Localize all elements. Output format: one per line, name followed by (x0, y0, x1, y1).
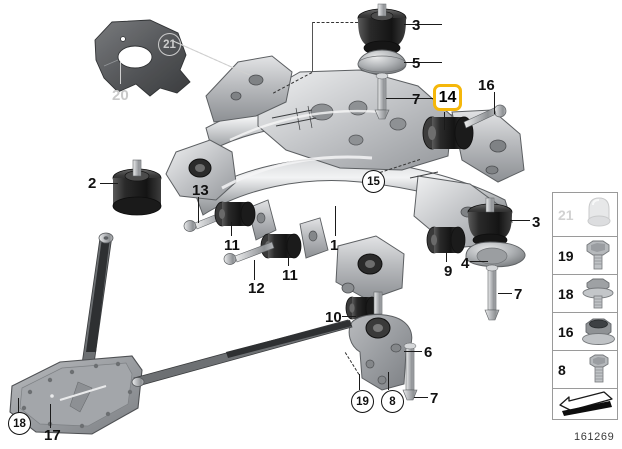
legend-row-16[interactable]: 16 (553, 313, 617, 351)
callout-9[interactable]: 9 (444, 263, 453, 280)
leader-18 (18, 398, 20, 415)
direction-arrow-icon (553, 389, 617, 421)
callout-10[interactable]: 10 (325, 309, 342, 326)
hex-bolt-short-icon (577, 351, 617, 388)
callout-1[interactable]: 1 (330, 237, 339, 254)
callout-3-right[interactable]: 3 (532, 214, 541, 231)
fastener-legend-panel: 21 19 18 (552, 192, 618, 420)
part-7-bolt-top (374, 72, 390, 120)
leader-3-top (404, 24, 442, 26)
part-5-washer-dome (357, 49, 407, 75)
callout-15[interactable]: 15 (362, 170, 385, 193)
part-3-right-mount (467, 197, 513, 247)
leader-11-a (231, 222, 233, 236)
callout-7-right[interactable]: 7 (514, 286, 523, 303)
callout-20[interactable]: 20 (112, 87, 129, 104)
flange-bolt-icon (577, 275, 617, 312)
leader-19-bottom (359, 374, 361, 390)
callout-18[interactable]: 18 (8, 412, 31, 435)
callout-14-highlight[interactable]: 14 (433, 84, 462, 111)
leader-13 (198, 197, 200, 223)
part-11-bushing-a (214, 201, 256, 227)
leader-6 (404, 351, 422, 353)
callout-4[interactable]: 4 (461, 255, 470, 272)
part-2-rubber-mount (112, 159, 162, 216)
leader-14 (444, 112, 446, 130)
leader-11-b (288, 254, 290, 266)
part-20-heat-shield (94, 19, 191, 97)
callout-16[interactable]: 16 (478, 77, 495, 94)
leader-3-frame-drop (312, 22, 314, 72)
leader-1 (335, 206, 337, 236)
callout-8-bottom[interactable]: 8 (381, 390, 404, 413)
callout-7-bottom[interactable]: 7 (430, 390, 439, 407)
legend-number-19: 19 (558, 247, 574, 264)
callout-2[interactable]: 2 (88, 175, 97, 192)
part-10-bushing (345, 296, 379, 320)
leader-10 (342, 316, 356, 318)
callout-7-top[interactable]: 7 (412, 91, 421, 108)
callout-3-top[interactable]: 3 (412, 17, 421, 34)
part-1-rear-axle-carrier (165, 55, 525, 301)
callout-19-bottom[interactable]: 19 (351, 390, 374, 413)
leader-3-frame-link (312, 22, 358, 23)
legend-number-16: 16 (558, 323, 574, 340)
leader-17 (50, 404, 52, 428)
leader-2 (100, 183, 118, 185)
callout-6[interactable]: 6 (424, 344, 433, 361)
part-4-dome-bracket (465, 241, 526, 268)
leader-7-bottom (414, 397, 428, 399)
callout-11-b[interactable]: 11 (282, 267, 298, 284)
hex-bolt-icon (577, 237, 617, 274)
callout-12[interactable]: 12 (248, 280, 265, 297)
part-7-bolt-bottom (402, 342, 418, 401)
legend-number-21: 21 (558, 206, 574, 223)
diagram-id-label: 161269 (574, 431, 615, 443)
part-17-underbody-brace (9, 232, 353, 435)
cap-nut-icon (577, 193, 617, 236)
legend-number-8: 8 (558, 361, 566, 378)
legend-row-8[interactable]: 8 (553, 351, 617, 389)
leader-4 (470, 261, 488, 263)
part-9-bushing (426, 226, 466, 254)
callout-13[interactable]: 13 (192, 182, 209, 199)
legend-row-19[interactable]: 19 (553, 237, 617, 275)
callout-5[interactable]: 5 (412, 55, 421, 72)
leader-9 (446, 252, 448, 262)
part-12-bolt (223, 241, 275, 265)
callout-17[interactable]: 17 (44, 427, 61, 444)
leader-12 (254, 260, 256, 280)
callout-11-a[interactable]: 11 (224, 237, 240, 254)
leader-7-top (386, 98, 442, 100)
legend-number-18: 18 (558, 285, 574, 302)
legend-row-18[interactable]: 18 (553, 275, 617, 313)
leader-7-right (498, 293, 512, 295)
legend-row-direction[interactable] (553, 389, 617, 421)
flange-nut-icon (577, 313, 617, 350)
callout-21[interactable]: 21 (158, 33, 181, 56)
legend-row-21[interactable]: 21 (553, 193, 617, 237)
leader-20 (120, 62, 122, 84)
leader-3-right (510, 220, 530, 222)
part-3-top-mount (357, 3, 407, 56)
part-7-bolt-right (484, 264, 500, 321)
leader-8-bottom (388, 372, 390, 390)
part-6-lower-bracket (348, 291, 413, 391)
leader-16 (494, 92, 496, 114)
leader-5 (404, 62, 442, 64)
